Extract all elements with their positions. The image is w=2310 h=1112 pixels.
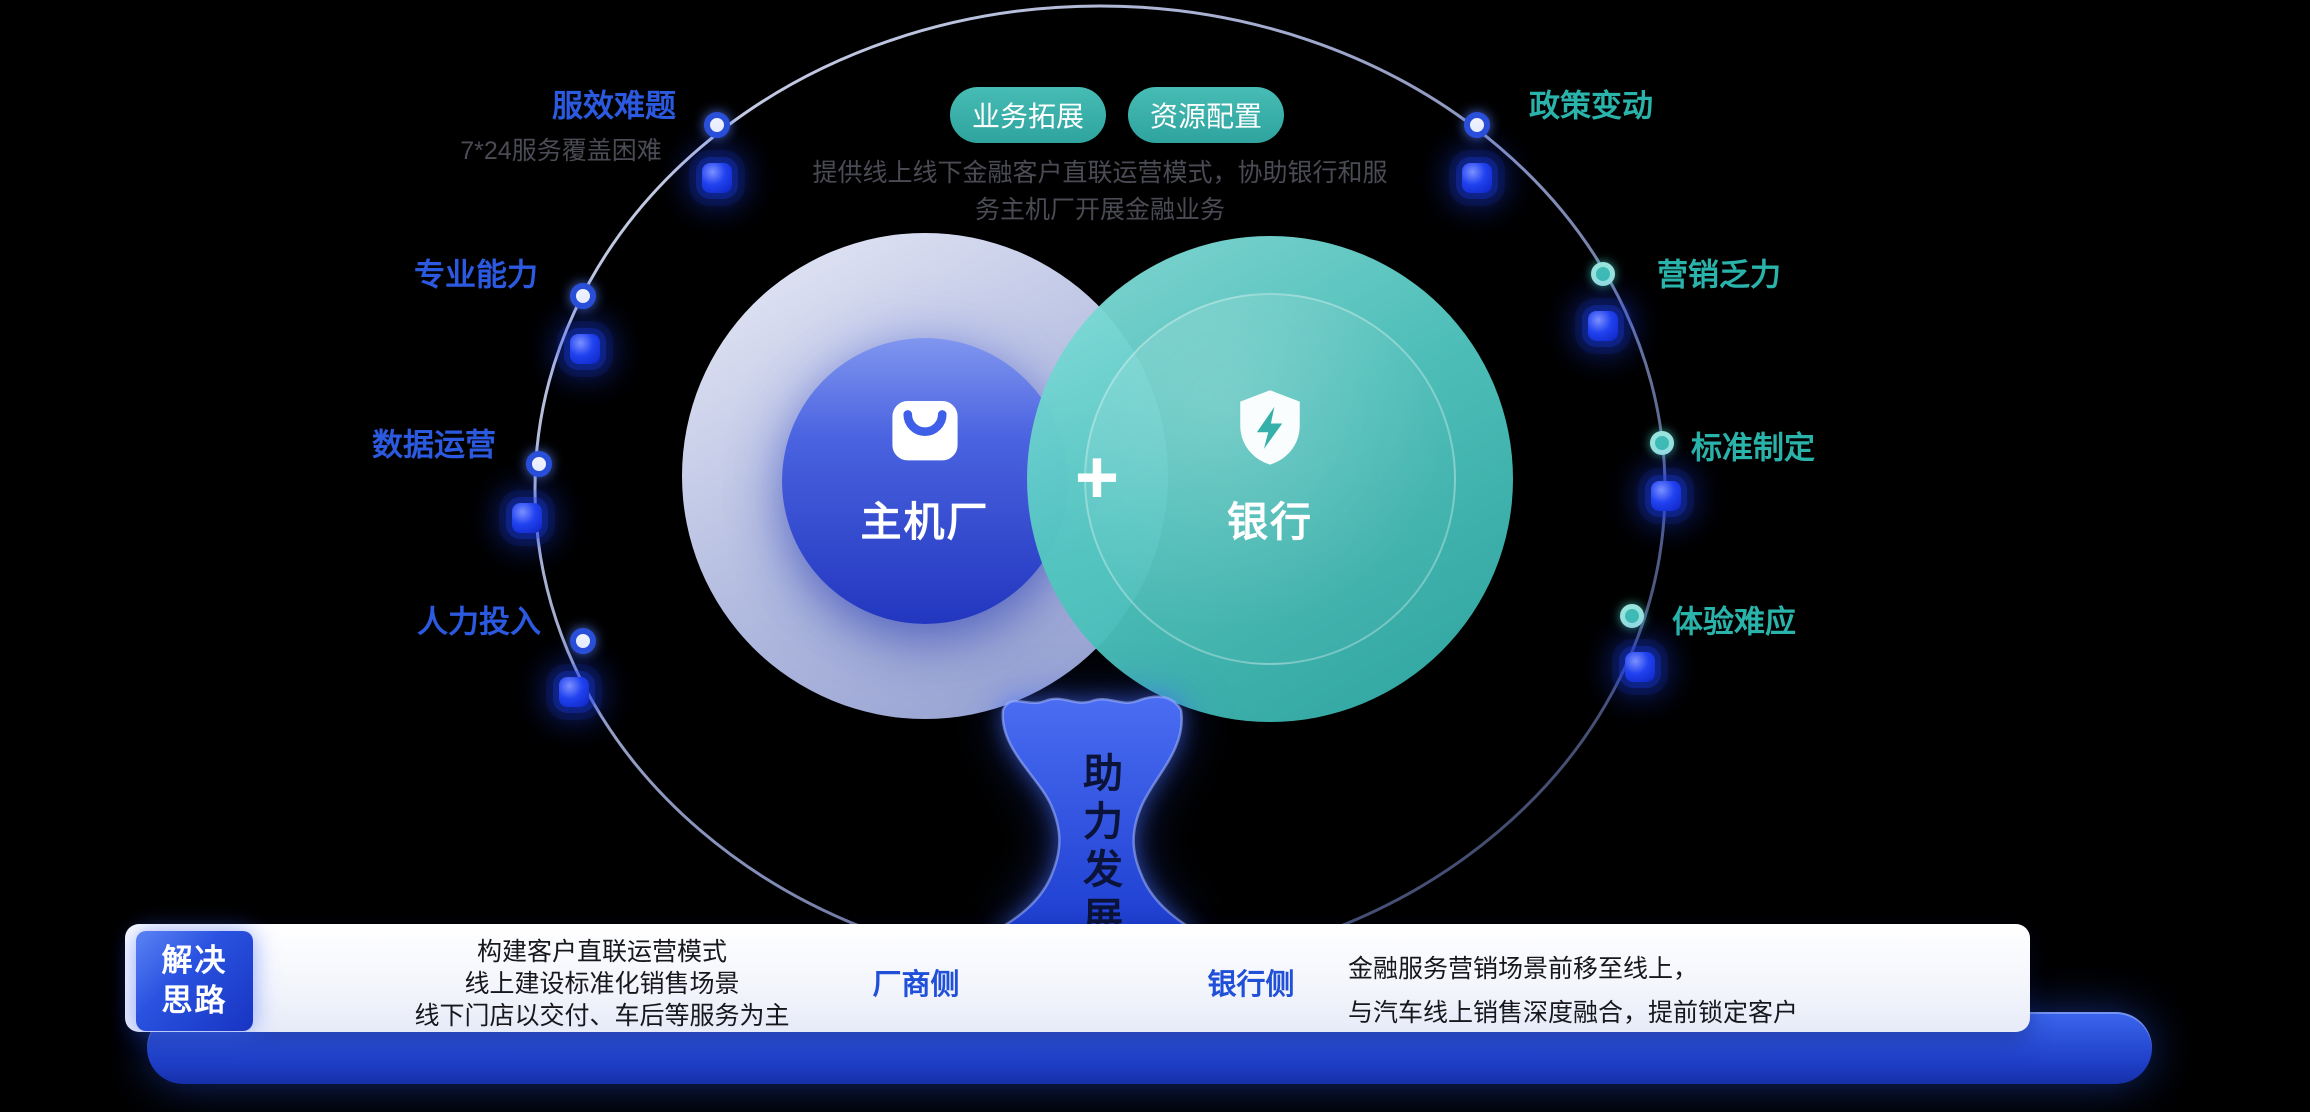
- pain-point-label-marketing: 营销乏力: [1657, 257, 1781, 293]
- manufacturer-solution-line3: 线下门店以交付、车后等服务为主: [414, 1002, 790, 1030]
- pain-point-label-data-ops: 数据运营: [372, 427, 496, 463]
- pain-point-label-service: 服效难题: [552, 88, 676, 124]
- manufacturer-solution-text: 构建客户直联运营模式 线上建设标准化销售场景 线下门店以交付、车后等服务为主: [414, 936, 789, 1032]
- bank-label: 银行: [1227, 499, 1313, 545]
- bank-solution-line1: 金融服务营销场景前移至线上，: [1348, 955, 1699, 983]
- solution-bar: [125, 924, 2030, 1032]
- center-description: 提供线上线下金融客户直联运营模式，协助银行和服 务主机厂开展金融业务: [812, 155, 1387, 229]
- resource-allocation-badge: 资源配置: [1128, 87, 1285, 143]
- pain-point-label-policy: 政策变动: [1529, 88, 1653, 124]
- manufacturer-solution-line1: 构建客户直联运营模式: [476, 938, 728, 966]
- orbit-dot: [1620, 604, 1644, 628]
- header-badges: 业务拓展 资源配置: [949, 87, 1285, 143]
- pain-point-label-standards: 标准制定: [1691, 430, 1815, 466]
- bank-solution-line2: 与汽车线上销售深度融合，提前锁定客户: [1348, 999, 1799, 1027]
- center-description-line1: 提供线上线下金融客户直联运营模式，协助银行和服: [812, 159, 1388, 187]
- pain-point-label-manpower: 人力投入: [417, 604, 541, 640]
- glow-gem-icon: [1625, 652, 1655, 682]
- orbit-dot: [1464, 112, 1490, 138]
- solution-badge-line2: 思路: [161, 983, 228, 1018]
- oem-circle: [782, 338, 1068, 624]
- bank-solution-text: 金融服务营销场景前移至线上， 与汽车线上销售深度融合，提前锁定客户: [1348, 947, 1798, 1035]
- orbit-dot: [526, 451, 552, 477]
- orbit-dot: [704, 112, 730, 138]
- solution-badge-line1: 解决: [161, 943, 228, 978]
- manufacturer-solution-line2: 线上建设标准化销售场景: [464, 970, 740, 998]
- orbit-dot: [570, 628, 596, 654]
- funnel-shape: [992, 695, 1202, 934]
- manufacturer-side-label: 厂商侧: [872, 969, 960, 1001]
- glow-gem-icon: [702, 163, 732, 193]
- pain-point-sub-service: 7*24服务覆盖困难: [460, 137, 662, 165]
- glow-gem-icon: [559, 677, 589, 707]
- pain-point-label-experience: 体验难应: [1672, 604, 1796, 640]
- orbit-dot: [570, 283, 596, 309]
- glow-gem-icon: [570, 334, 600, 364]
- funnel-label: 助力发展: [1077, 752, 1121, 944]
- business-expansion-badge: 业务拓展: [949, 87, 1106, 143]
- glow-gem-icon: [1462, 163, 1492, 193]
- glow-gem-icon: [1651, 481, 1681, 511]
- bank-side-label: 银行侧: [1207, 969, 1295, 1001]
- glow-gem-icon: [512, 503, 542, 533]
- orbit-dot: [1650, 431, 1674, 455]
- pain-point-label-expertise: 专业能力: [414, 257, 538, 293]
- solution-badge: 解决 思路: [136, 931, 253, 1031]
- glow-gem-icon: [1588, 311, 1618, 341]
- shopping-bag-icon: [892, 401, 958, 461]
- bank-circle-inner-ring: [1084, 293, 1456, 665]
- shield-bolt-icon: [1240, 390, 1300, 465]
- oem-label: 主机厂: [860, 499, 990, 545]
- plus-sign: +: [1074, 435, 1120, 520]
- orbit-dot: [1591, 262, 1615, 286]
- center-description-line2: 务主机厂开展金融业务: [974, 196, 1226, 224]
